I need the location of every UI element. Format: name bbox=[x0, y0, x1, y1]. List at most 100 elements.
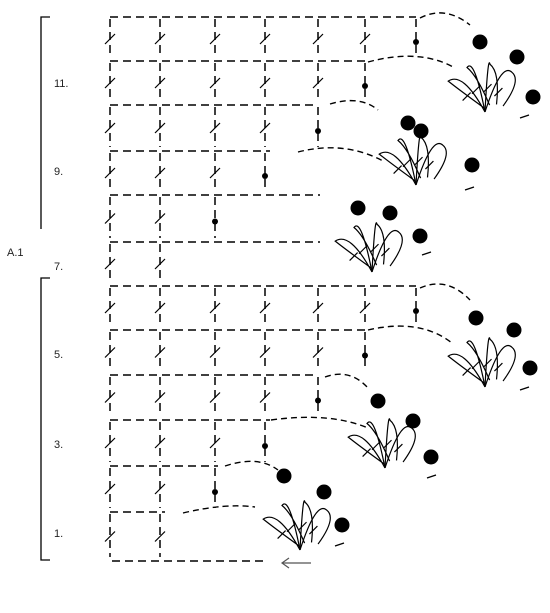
fan-petal bbox=[299, 500, 314, 551]
chain-arc bbox=[367, 325, 453, 344]
dash-icon bbox=[426, 474, 437, 479]
slashed-stitch-icon bbox=[209, 167, 221, 179]
slashed-stitch-icon bbox=[209, 437, 221, 449]
slashed-stitch-icon bbox=[393, 443, 403, 453]
filled-dot-icon bbox=[334, 517, 350, 533]
slashed-stitch-icon bbox=[154, 531, 166, 542]
slashed-stitch-icon bbox=[414, 156, 423, 166]
filled-dot-icon bbox=[316, 484, 332, 500]
slashed-stitch-icon bbox=[471, 85, 481, 95]
slashed-stitch-icon bbox=[154, 122, 166, 134]
filled-dot-icon bbox=[472, 34, 488, 50]
filled-dot-icon bbox=[350, 200, 366, 216]
slashed-stitch-icon bbox=[209, 302, 221, 314]
slashed-stitch-icon bbox=[308, 525, 318, 535]
slashed-stitch-icon bbox=[104, 531, 116, 542]
filled-dot-icon bbox=[413, 123, 429, 139]
dash-icon bbox=[464, 186, 475, 191]
dash-icon bbox=[421, 251, 432, 256]
slashed-stitch-icon bbox=[462, 92, 472, 101]
slashed-stitch-icon bbox=[370, 243, 379, 253]
lower-repeat-bracket bbox=[40, 277, 50, 561]
slashed-stitch-icon bbox=[380, 247, 390, 257]
fan-petal bbox=[484, 345, 516, 388]
slashed-stitch-icon bbox=[104, 437, 116, 449]
filled-dot-icon bbox=[212, 489, 218, 495]
dash-icon bbox=[334, 542, 345, 547]
slashed-stitch-icon bbox=[483, 83, 492, 93]
slashed-stitch-icon bbox=[154, 258, 166, 270]
chain-arc bbox=[297, 147, 386, 163]
fan-petal bbox=[484, 337, 499, 388]
fan-petal bbox=[384, 418, 399, 469]
slashed-stitch-icon bbox=[312, 347, 324, 358]
slashed-stitch-icon bbox=[383, 439, 392, 449]
slashed-stitch-icon bbox=[259, 33, 271, 45]
filled-dot-icon bbox=[506, 322, 522, 338]
slashed-stitch-icon bbox=[154, 77, 166, 89]
row-label-11: 11. bbox=[54, 78, 69, 90]
row-label-1: 1. bbox=[54, 528, 64, 540]
fan-petal bbox=[371, 230, 403, 273]
slashed-stitch-icon bbox=[371, 441, 381, 451]
fan-motif bbox=[262, 500, 331, 551]
slashed-stitch-icon bbox=[358, 245, 368, 255]
filled-dot-icon bbox=[315, 397, 321, 404]
filled-dot-icon bbox=[370, 393, 386, 409]
slashed-stitch-icon bbox=[259, 302, 271, 314]
slashed-stitch-icon bbox=[209, 33, 221, 45]
slashed-stitch-icon bbox=[362, 448, 372, 457]
filled-dot-icon bbox=[413, 39, 419, 45]
slashed-stitch-icon bbox=[104, 347, 116, 358]
filled-dot-icon bbox=[525, 89, 541, 105]
slashed-stitch-icon bbox=[104, 213, 116, 224]
slashed-stitch-icon bbox=[104, 33, 116, 45]
chain-arc bbox=[419, 12, 471, 26]
filled-dot-icon bbox=[262, 173, 268, 179]
slashed-stitch-icon bbox=[483, 358, 492, 368]
chain-arc bbox=[324, 373, 369, 389]
fan-petal bbox=[299, 508, 331, 551]
slashed-stitch-icon bbox=[104, 483, 116, 495]
slashed-stitch-icon bbox=[402, 158, 412, 168]
slashed-stitch-icon bbox=[359, 302, 371, 314]
row-label-9: 9. bbox=[54, 166, 64, 178]
filled-dot-icon bbox=[468, 310, 484, 326]
slashed-stitch-icon bbox=[312, 302, 324, 314]
left-arrow-icon bbox=[280, 557, 311, 569]
filled-dot-icon bbox=[276, 468, 292, 484]
filled-dot-icon bbox=[315, 128, 321, 134]
chain-arc bbox=[182, 505, 256, 514]
dash-icon bbox=[519, 386, 530, 391]
chain-arc bbox=[329, 99, 379, 111]
slashed-stitch-icon bbox=[154, 213, 166, 224]
slashed-stitch-icon bbox=[493, 362, 503, 372]
slashed-stitch-icon bbox=[424, 160, 434, 170]
row-label-3: 3. bbox=[54, 439, 64, 451]
slashed-stitch-icon bbox=[104, 258, 116, 270]
slashed-stitch-icon bbox=[259, 77, 271, 89]
slashed-stitch-icon bbox=[154, 392, 166, 403]
slashed-stitch-icon bbox=[286, 523, 296, 533]
chain-arc bbox=[270, 416, 369, 429]
slashed-stitch-icon bbox=[209, 392, 221, 403]
fan-motif bbox=[334, 222, 403, 273]
slashed-stitch-icon bbox=[104, 122, 116, 134]
slashed-stitch-icon bbox=[359, 33, 371, 45]
slashed-stitch-icon bbox=[462, 367, 472, 376]
slashed-stitch-icon bbox=[393, 165, 403, 174]
fan-petal bbox=[415, 135, 430, 186]
slashed-stitch-icon bbox=[259, 122, 271, 134]
slashed-stitch-icon bbox=[312, 33, 324, 45]
fan-petal bbox=[484, 62, 499, 113]
slashed-stitch-icon bbox=[209, 122, 221, 134]
filled-dot-icon bbox=[423, 449, 439, 465]
slashed-stitch-icon bbox=[104, 392, 116, 403]
fan-petal bbox=[484, 70, 516, 113]
filled-dot-icon bbox=[212, 218, 218, 225]
slashed-stitch-icon bbox=[259, 347, 271, 358]
filled-dot-icon bbox=[522, 360, 538, 376]
slashed-stitch-icon bbox=[298, 521, 307, 531]
filled-dot-icon bbox=[262, 443, 268, 449]
